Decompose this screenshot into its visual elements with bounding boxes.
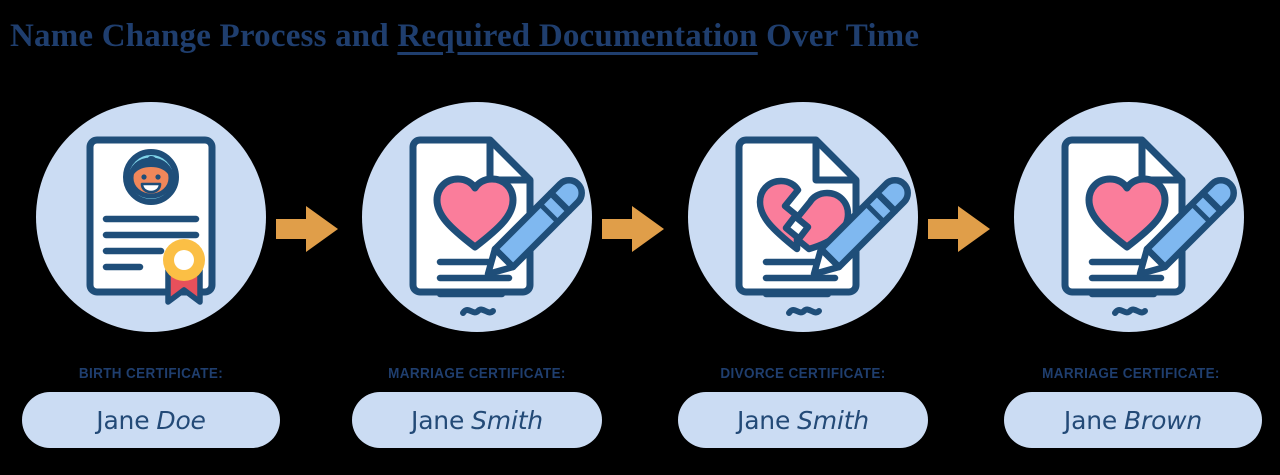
step-2-caption: MARRIAGE CERTIFICATE: [388, 366, 566, 382]
marriage-certificate-icon [1061, 136, 1237, 316]
step-1-surname: Doe [156, 405, 206, 435]
step-4-surname: Brown [1124, 405, 1203, 435]
step-1 [36, 102, 266, 332]
divorce-certificate-icon [735, 136, 911, 316]
step-3-caption: DIVORCE CERTIFICATE: [720, 366, 886, 382]
marriage-certificate-icon [409, 136, 585, 316]
step-4-first-name: Jane [1063, 405, 1118, 435]
step-2 [362, 102, 592, 332]
page-title: Name Change Process and Required Documen… [10, 18, 1270, 62]
title-part-2: Over Time [757, 18, 920, 54]
arrow-step1-to-step2 [276, 206, 338, 252]
title-part-1: Name Change Process and [10, 18, 398, 54]
step-4 [1014, 102, 1244, 332]
step-3 [688, 102, 918, 332]
step-3-first-name: Jane [737, 405, 791, 435]
step-1-first-name: Jane [96, 405, 150, 435]
step-1-caption: BIRTH CERTIFICATE: [78, 366, 224, 382]
arrow-step2-to-step3 [602, 206, 664, 252]
step-4-caption: MARRIAGE CERTIFICATE: [1042, 366, 1220, 382]
step-2-surname: Smith [471, 405, 543, 435]
arrow-step3-to-step4 [928, 206, 990, 252]
title-underlined-phrase: Required Documentation [397, 18, 758, 54]
step-3-surname: Smith [797, 405, 869, 435]
birth-certificate-icon [86, 136, 216, 305]
step-2-first-name: Jane [411, 405, 465, 435]
